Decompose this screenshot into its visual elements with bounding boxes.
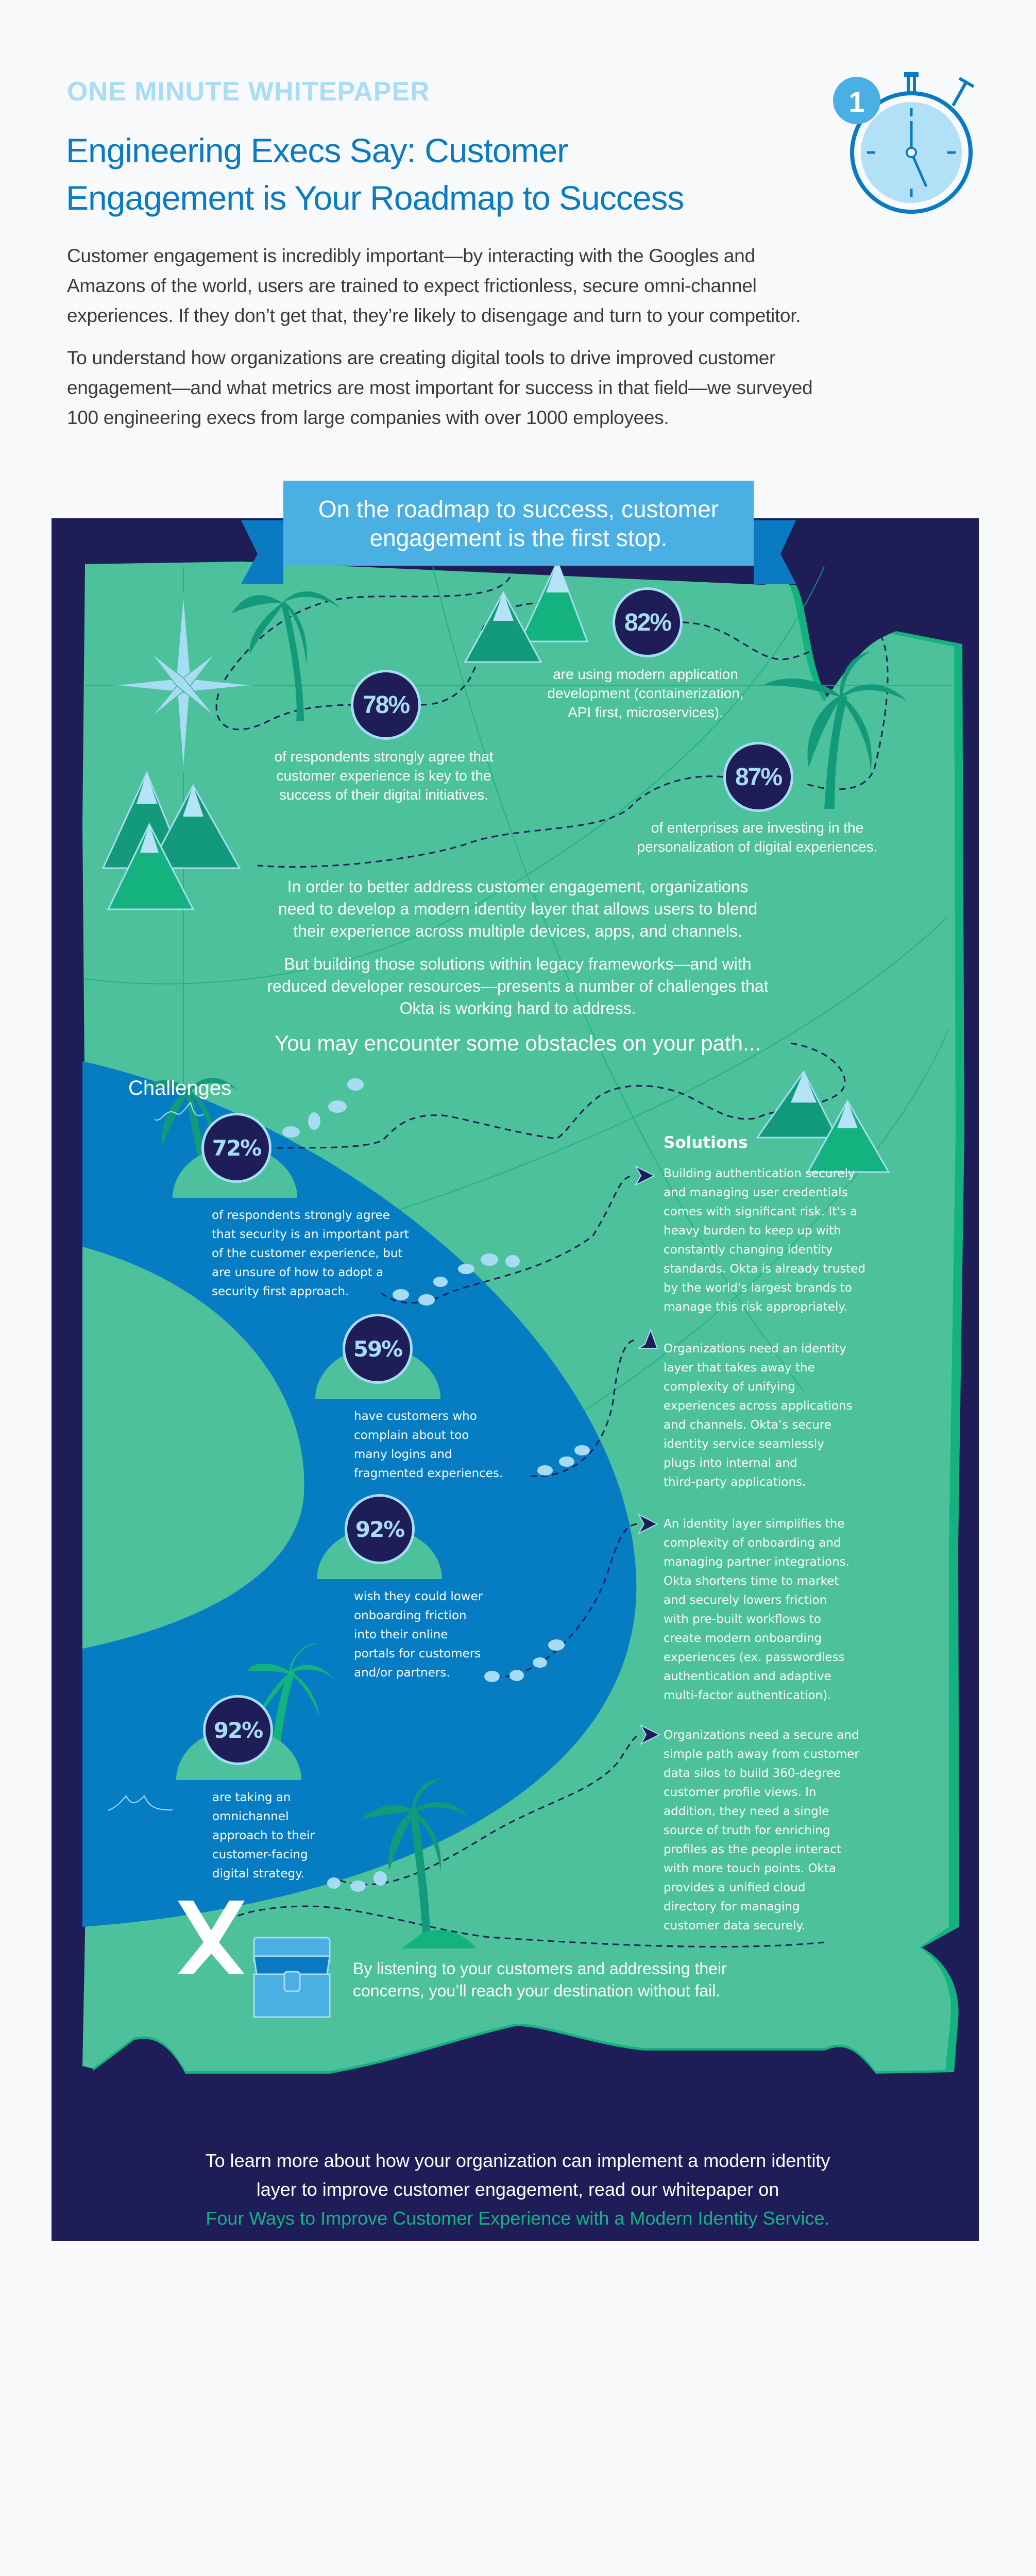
mountain-icon [756,1070,890,1173]
challenge-description: wish they could lower onboarding frictio… [354,1590,483,1680]
inner-island [82,1247,304,1649]
challenge-description: are taking an omnichannel approach to th… [212,1791,315,1880]
challenge-stat-circle: 72% [201,1113,271,1183]
challenge-stat-circle: 59% [343,1314,413,1384]
badge-circle [833,77,880,124]
treasure-chest-icon [253,1937,331,2018]
banner-ribbon-right [754,520,796,584]
x-marks-the-spot-icon [178,1901,245,1974]
mountain-icon [464,560,589,663]
roadmap-banner: On the roadmap to success, customer enga… [283,481,754,566]
challenge-stat-circle: 92% [203,1695,273,1765]
arrow-icon [638,1514,658,1534]
footer-cta: To learn more about how your organizatio… [131,2117,904,2262]
palm-tree-icon [762,652,907,809]
obstacles-heading: You may encounter some obstacles on your… [274,1031,761,1055]
arrow-icon [640,1724,660,1745]
map-paragraph: In order to better address customer enga… [278,877,758,940]
step-badge: 1 [848,86,865,118]
solutions-heading: Solutions [664,1133,748,1152]
solution-text: Building authentication securely and man… [664,1167,866,1314]
kicker: ONE MINUTE WHITEPAPER [67,77,430,107]
solution-text: Organizations need a secure and simple p… [664,1728,859,1933]
compass-rose-icon [113,592,254,773]
intro-paragraph: To understand how organizations are crea… [67,347,813,428]
map-paragraph: But building those solutions within lega… [267,955,769,1018]
destination-message: By listening to your customers and addre… [353,1959,727,2000]
stat-description: of respondents strongly agree that custo… [274,749,494,803]
footer-text: To learn more about how your organizatio… [205,2150,830,2200]
stat-circle: 82% [613,587,683,657]
stat-description: of enterprises are investing in the pers… [637,820,878,855]
stat-circle: 78% [351,670,421,740]
mountain-icon [101,771,241,910]
palm-tree-icon [361,1778,477,1948]
page-title: Engineering Execs Say: Customer Engageme… [66,131,684,217]
arrow-icon [638,1329,658,1349]
whitepaper-link[interactable]: Four Ways to Improve Customer Experience… [206,2208,830,2229]
challenges-heading: Challenges [128,1077,232,1099]
solution-text: An identity layer simplifies the complex… [664,1517,850,1702]
map-illustration [52,72,979,2241]
footprints [282,1078,590,1892]
arrow-icon [635,1165,655,1186]
stopwatch-icon [850,72,975,214]
wave-icon [108,1101,204,1811]
solution-text: Organizations need an identity layer tha… [664,1342,853,1489]
stat-circle: 87% [723,742,793,812]
challenge-stat-circle: 92% [345,1494,415,1564]
challenge-description: of respondents strongly agree that secur… [212,1209,409,1298]
dashed-route [215,566,889,1948]
banner-ribbon-left [241,520,283,584]
palm-tree-icon [232,591,340,721]
intro-paragraph: Customer engagement is incredibly import… [67,245,801,326]
challenge-description: have customers who complain about too ma… [354,1410,503,1480]
stat-description: are using modern application development… [547,666,744,720]
